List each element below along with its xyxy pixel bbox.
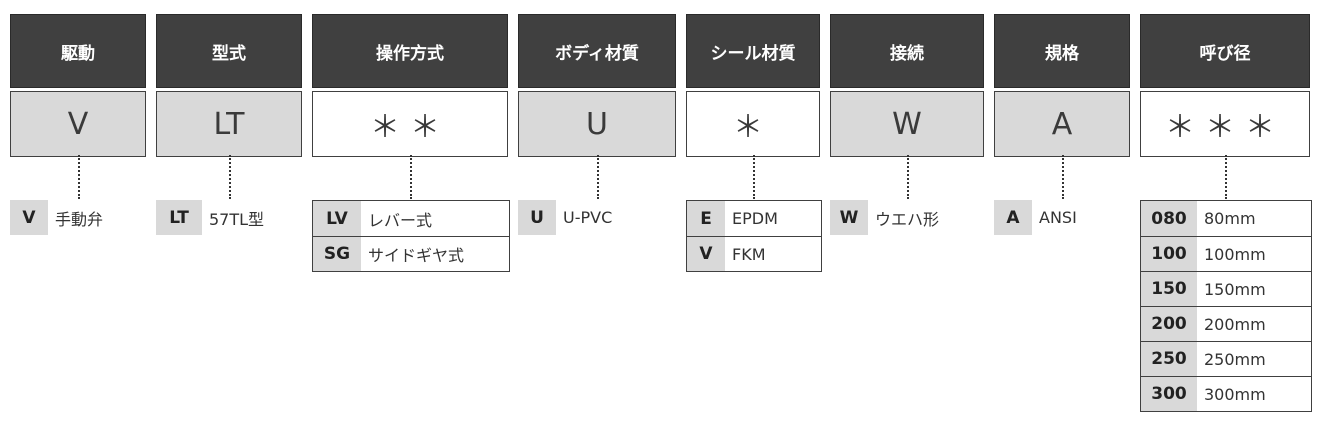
option-desc: 100mm [1204,244,1266,264]
option-key: W [830,200,868,235]
option-row: E EPDM [687,201,821,236]
connector-standard [1062,155,1064,199]
option-desc: レバー式 [368,210,433,230]
option-key: 250 [1141,342,1197,376]
header-operation: 操作方式 [312,14,508,88]
option-desc: 80mm [1204,209,1256,228]
code-body-material: U [518,91,676,157]
option-key: 100 [1141,237,1197,271]
option-key: 200 [1141,307,1197,341]
header-nominal-size: 呼び径 [1140,14,1310,88]
option-row: 150 150mm [1141,271,1311,306]
column-connection: 接続 W [830,14,984,157]
option-key: E [687,201,725,236]
connector-connection [907,155,909,199]
header-body-material: ボディ材質 [518,14,676,88]
option-row: 100 100mm [1141,236,1311,271]
connector-model [229,155,231,199]
option-desc: 57TL型 [209,209,265,229]
option-desc: EPDM [732,209,778,228]
header-drive: 駆動 [10,14,146,88]
options-seal-material: E EPDM V FKM [686,200,822,272]
option-desc: サイドギヤ式 [368,246,465,265]
option-key: 150 [1141,272,1197,306]
header-connection: 接続 [830,14,984,88]
option-key: SG [313,237,361,271]
column-seal-material: シール材質 ＊ [686,14,820,157]
option-desc: 200mm [1204,314,1266,334]
option-key: 080 [1141,201,1197,236]
option-key: LV [313,201,361,236]
option-row: 300 300mm [1141,376,1311,411]
option-desc: 150mm [1204,279,1266,299]
header-model: 型式 [156,14,302,88]
column-nominal-size: 呼び径 ＊＊＊ [1140,14,1310,157]
option-key: U [518,200,556,235]
option-row: 250 250mm [1141,341,1311,376]
option-desc: ANSI [1039,208,1077,227]
option-key: LT [156,200,202,235]
option-row: W ウエハ形 [830,200,939,235]
option-row: A ANSI [994,200,1077,235]
code-model: LT [156,91,302,157]
code-drive: V [10,91,146,157]
option-desc: 250mm [1204,349,1266,369]
option-key: V [687,237,725,271]
options-standard: A ANSI [994,200,1077,235]
options-body-material: U U-PVC [518,200,612,235]
column-standard: 規格 A [994,14,1130,157]
option-row: LT 57TL型 [156,200,264,235]
connector-operation [410,155,412,199]
options-drive: V 手動弁 [10,200,103,235]
option-key: 300 [1141,377,1197,411]
code-seal-material: ＊ [686,91,820,157]
connector-nominal-size [1225,155,1227,199]
option-desc: 300mm [1204,384,1266,404]
option-row: V FKM [687,236,821,271]
column-operation: 操作方式 ＊＊ [312,14,508,157]
column-drive: 駆動 V [10,14,146,157]
code-operation: ＊＊ [312,91,508,157]
code-connection: W [830,91,984,157]
connector-seal-material [753,155,755,199]
option-row: LV レバー式 [313,201,509,236]
header-standard: 規格 [994,14,1130,88]
option-row: 080 80mm [1141,201,1311,236]
options-operation: LV レバー式 SG サイドギヤ式 [312,200,510,272]
option-desc: ウエハ形 [875,209,940,229]
option-desc: 手動弁 [55,209,104,229]
column-body-material: ボディ材質 U [518,14,676,157]
header-seal-material: シール材質 [686,14,820,88]
connector-drive [78,155,80,199]
options-nominal-size: 080 80mm 100 100mm 150 150mm 200 200mm 2… [1140,200,1312,412]
option-key: V [10,200,48,235]
option-row: U U-PVC [518,200,612,235]
option-row: 200 200mm [1141,306,1311,341]
options-connection: W ウエハ形 [830,200,939,235]
option-key: A [994,200,1032,235]
option-row: V 手動弁 [10,200,103,235]
column-model: 型式 LT [156,14,302,157]
options-model: LT 57TL型 [156,200,264,235]
option-desc: FKM [732,244,766,264]
connector-body-material [597,155,599,199]
code-nominal-size: ＊＊＊ [1140,91,1310,157]
option-desc: U-PVC [563,208,613,227]
option-row: SG サイドギヤ式 [313,236,509,271]
code-standard: A [994,91,1130,157]
